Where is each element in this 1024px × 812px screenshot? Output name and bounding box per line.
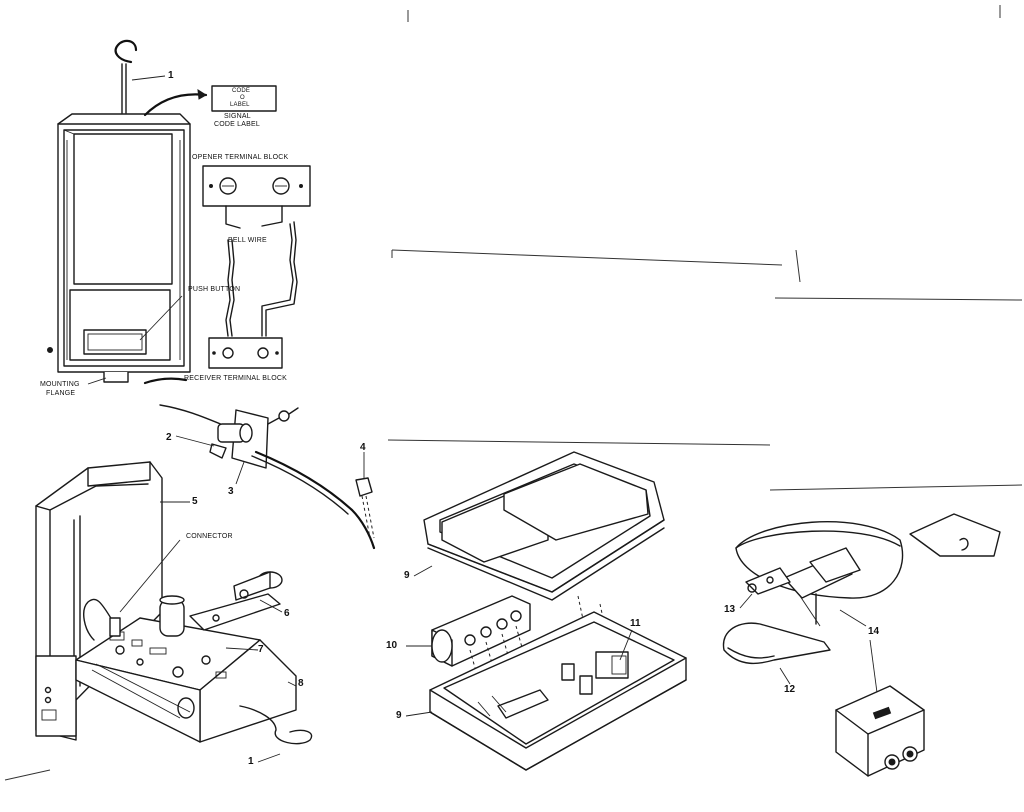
part-number-4: 4	[360, 442, 366, 453]
relay-bracket	[189, 571, 283, 631]
mounting-flange-label-line1: MOUNTING	[40, 381, 80, 388]
part-number-1-top: 1	[168, 70, 174, 81]
part-number-7: 7	[258, 644, 264, 655]
part-number-8: 8	[298, 678, 304, 689]
part-number-12: 12	[784, 684, 796, 695]
opener-terminal-block-label: OPENER TERMINAL BLOCK	[192, 154, 289, 161]
push-button-label: PUSH BUTTON	[188, 286, 241, 293]
part-number-9-bottom: 9	[396, 710, 402, 721]
receiver-housing	[35, 461, 313, 763]
part-number-9-top: 9	[404, 570, 410, 581]
bell-wire-label: BELL WIRE	[228, 237, 267, 244]
transmitter-case	[405, 451, 687, 771]
part-number-3: 3	[228, 486, 234, 497]
part-number-14: 14	[868, 626, 880, 637]
part-number-13: 13	[724, 604, 736, 615]
visor-clip-battery	[722, 513, 1001, 777]
bell-wire	[225, 205, 298, 337]
wall-transmitter	[47, 39, 277, 385]
mounting-flange-label-line2: FLANGE	[46, 390, 76, 397]
part-number-6: 6	[284, 608, 290, 619]
signal-code-label-line1: SIGNAL	[224, 113, 251, 120]
part-number-2: 2	[166, 432, 172, 443]
key-switch-assembly	[159, 404, 376, 550]
scan-rule-lines	[4, 5, 1023, 781]
receiver-terminal-block-label: RECEIVER TERMINAL BLOCK	[184, 375, 288, 382]
part-number-11: 11	[630, 618, 641, 629]
connector-label: CONNECTOR	[186, 533, 233, 540]
receiver-terminal-block	[208, 337, 283, 369]
part-number-5: 5	[192, 496, 198, 507]
hook-ring-icon	[114, 39, 138, 64]
wire-clip	[355, 452, 375, 539]
code-label-line3: LABEL	[230, 102, 250, 108]
code-label-line1: CODE	[232, 88, 251, 94]
opener-terminal-block	[202, 165, 311, 207]
part-number-10: 10	[386, 640, 398, 651]
part-number-1-bottom: 1	[248, 756, 254, 767]
code-label-line2: O	[240, 95, 245, 101]
signal-code-label-line2: CODE LABEL	[214, 121, 260, 128]
